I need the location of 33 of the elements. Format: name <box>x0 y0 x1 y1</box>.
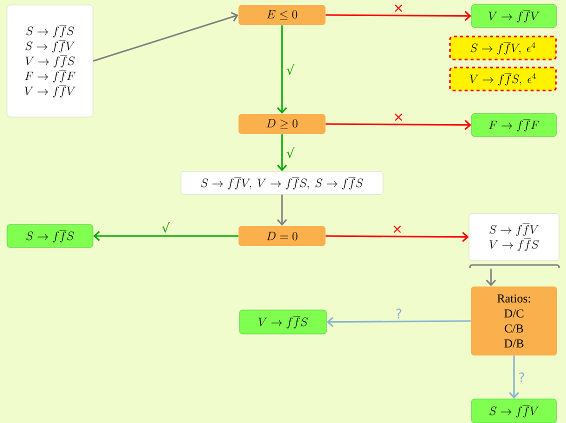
edge-label: × <box>394 114 402 121</box>
decision-box: Ratios: D/C C/B D/B <box>471 286 557 356</box>
note-box: $V\to f\overline{f}S,\ \epsilon^4$ <box>449 66 557 92</box>
decision-box: $D=0$ <box>238 226 326 246</box>
arrow <box>326 120 472 130</box>
result-box: $V\to f\overline{f}V$ <box>471 4 557 28</box>
formula-box: $S\to f\overline{f}V,\ V\to f\overline{f}S,\ S\to f\overline{f}S$ <box>180 171 384 195</box>
decision-box: $E\leq 0$ <box>238 5 326 25</box>
result-box: $S\to f\overline{f}S$ <box>6 224 94 248</box>
note-box: $S\to f\overline{f}V,\ \epsilon^4$ <box>449 36 557 60</box>
edge-label: √ <box>286 64 294 75</box>
arrow <box>326 316 471 328</box>
decision-box: $D\geq 0$ <box>238 114 326 134</box>
arrow <box>508 356 520 399</box>
edge-label: ? <box>396 308 402 318</box>
arrow <box>486 268 496 286</box>
formula-box: $S\to f\overline{f}S$ $S\to f\overline{f}V$ $V\to f\overline{f}S$ $F\to f\overline{f}F$ $V\to f\overline{f}V$ <box>6 4 94 118</box>
arrow <box>276 134 288 172</box>
edge-label: √ <box>162 222 170 233</box>
arrow <box>92 12 238 62</box>
result-box: $V\to f\overline{f}S$ <box>239 310 327 334</box>
result-box: $F\to f\overline{f}F$ <box>471 113 557 137</box>
edge-label: ? <box>519 372 524 382</box>
arrow <box>276 194 288 226</box>
arrow <box>326 232 469 242</box>
result-box: $S\to f\overline{f}V$ <box>471 398 557 423</box>
arrow <box>326 10 472 22</box>
arrow <box>93 230 238 242</box>
edge-label: √ <box>286 147 294 158</box>
arrow <box>276 25 288 114</box>
edge-label: × <box>394 226 401 233</box>
formula-box: $S\to f\overline{f}V$ $V\to f\overline{f}S$ <box>468 213 560 261</box>
edge-label: × <box>394 4 402 12</box>
